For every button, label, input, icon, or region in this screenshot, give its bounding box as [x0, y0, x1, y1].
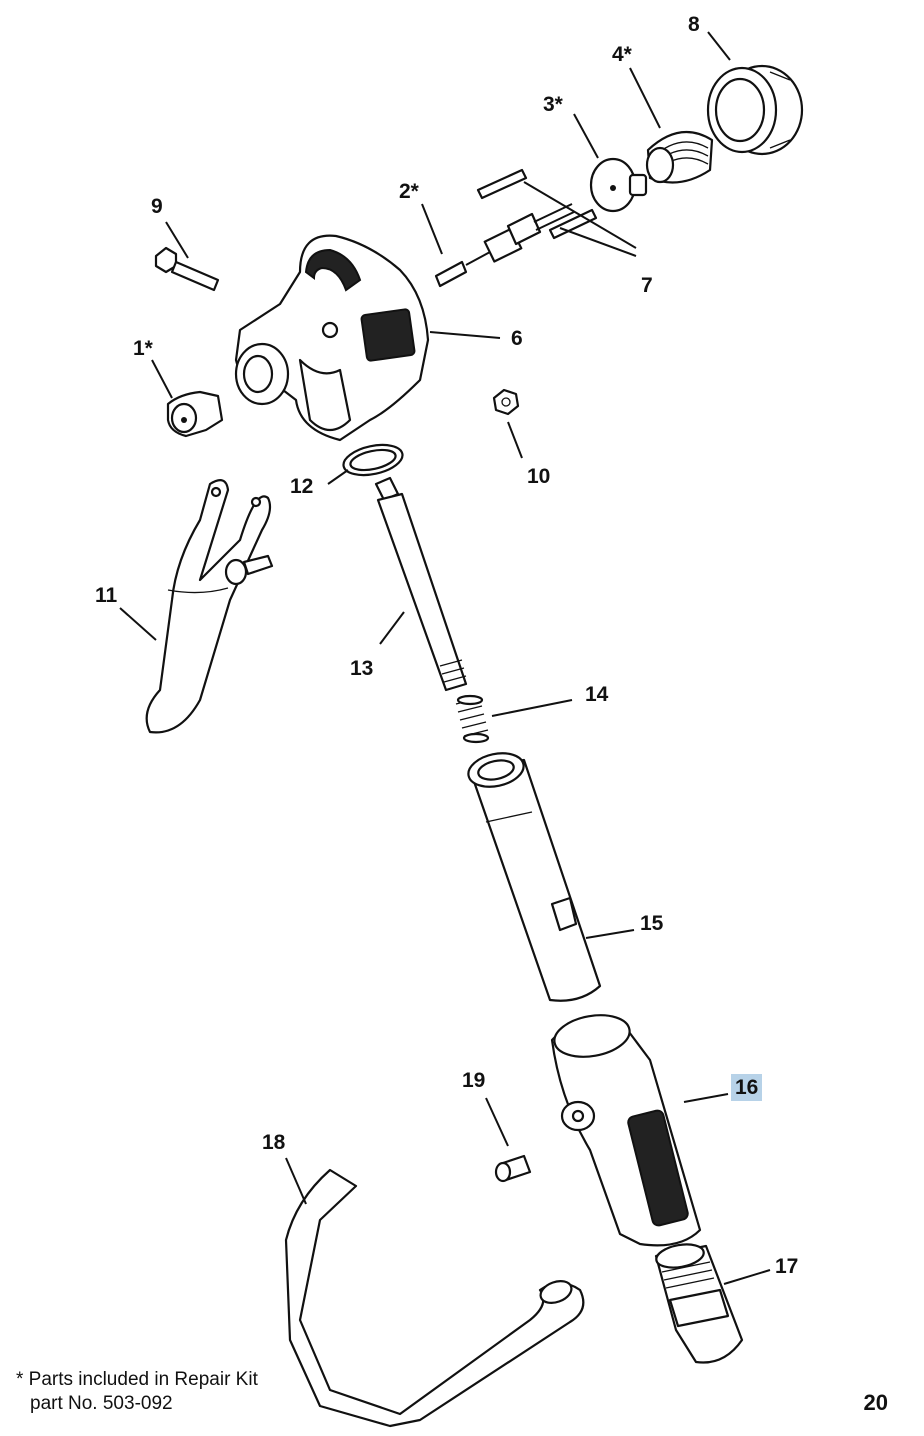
needle-assembly-2-icon — [434, 203, 575, 288]
callout-2: 2* — [399, 180, 419, 203]
callout-11: 11 — [95, 584, 118, 607]
seat-3-icon — [589, 157, 648, 213]
callout-1: 1* — [133, 337, 153, 360]
callout-19: 19 — [462, 1069, 486, 1092]
spring-4-icon — [645, 130, 714, 184]
callout-8: 8 — [688, 13, 700, 36]
trigger-guard-18-icon — [284, 1168, 585, 1428]
gasket-12-icon — [342, 443, 404, 477]
bushing-19-icon — [494, 1154, 532, 1183]
callout-14: 14 — [585, 683, 609, 706]
footnote-line-1: * Parts included in Repair Kit — [16, 1369, 258, 1390]
screw-9-icon — [154, 246, 220, 292]
handle-tube-15-icon — [467, 752, 602, 1002]
footnote-line-2: part No. 503-092 — [30, 1393, 173, 1414]
tip-guard-1-icon — [166, 390, 224, 438]
callout-18: 18 — [262, 1131, 286, 1154]
callout-9: 9 — [151, 195, 163, 218]
nut-8-icon — [706, 64, 804, 156]
callout-3: 3* — [543, 93, 563, 116]
callout-15: 15 — [640, 912, 664, 935]
callout-10: 10 — [527, 465, 551, 488]
handle-grip-16-icon — [550, 1014, 702, 1247]
callout-7: 7 — [641, 274, 653, 297]
filter-spring-14-icon — [455, 694, 490, 744]
locknut-10-icon — [492, 388, 520, 416]
repair-kit-footnote: * Parts included in Repair Kit part No. … — [16, 1368, 258, 1416]
page-number: 20 — [863, 1390, 888, 1415]
leader-lines — [119, 31, 771, 1285]
callout-13: 13 — [350, 657, 374, 680]
callout-6: 6 — [511, 327, 523, 350]
filter-13-icon — [374, 476, 468, 692]
callout-4: 4* — [612, 43, 632, 66]
swivel-17-icon — [654, 1243, 744, 1364]
gun-head-6-icon — [234, 234, 430, 442]
callout-16: 16 — [731, 1074, 763, 1101]
trigger-11-icon — [145, 479, 274, 734]
callout-12: 12 — [290, 475, 314, 498]
callout-17: 17 — [775, 1255, 799, 1278]
